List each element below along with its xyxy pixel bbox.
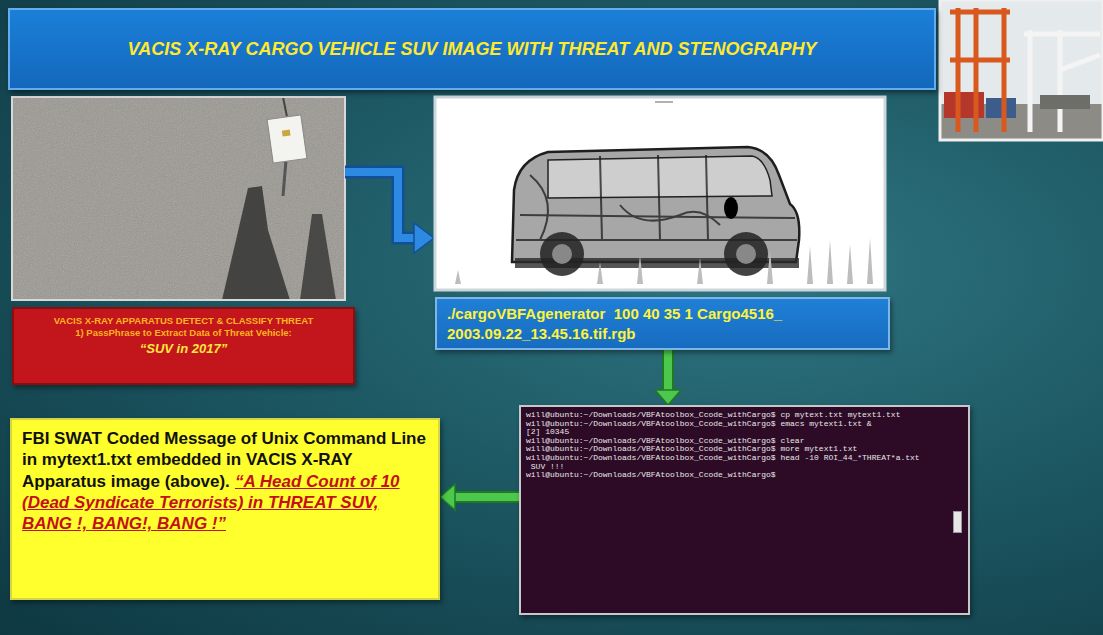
- threat-object: [724, 197, 738, 219]
- rear-hub: [552, 244, 572, 264]
- connector-shaft-outline: [662, 350, 674, 390]
- sky: [940, 0, 1103, 140]
- xray-sensor-box: [267, 115, 307, 163]
- port-crane-photo: [940, 0, 1103, 140]
- terminal-line: will@ubuntu:~/Downloads/VBFAtoolbox_Ccod…: [526, 454, 963, 463]
- front-hub: [736, 244, 756, 264]
- photo-frame: [940, 0, 1103, 140]
- white-crane: [1024, 30, 1100, 132]
- flow-connector: [440, 484, 519, 510]
- scan-spikes: [455, 238, 873, 284]
- arrow-head: [440, 484, 455, 510]
- xray-image: [435, 97, 885, 290]
- connector-shaft: [664, 350, 672, 390]
- coded-message-box: FBI SWAT Coded Message of Unix Command L…: [10, 418, 440, 600]
- post-shadow: [300, 214, 336, 300]
- cable: [283, 97, 287, 117]
- rear-wheel: [540, 232, 584, 276]
- container: [986, 98, 1016, 118]
- arrow-head: [655, 390, 681, 405]
- terminal-line: will@ubuntu:~/Downloads/VBFAtoolbox_Ccod…: [526, 471, 963, 480]
- connector-shaft: [455, 493, 519, 501]
- arrow-shaft: [345, 172, 416, 238]
- title-banner: VACIS X-RAY CARGO VEHICLE SUV IMAGE WITH…: [8, 8, 936, 90]
- node-text: “SUV in 2017”: [22, 340, 345, 358]
- threat-callout-box: VACIS X-RAY APPARATUS DETECT & CLASSIFY …: [12, 307, 355, 385]
- front-wheel: [724, 232, 768, 276]
- arrow-head: [414, 223, 434, 253]
- asphalt: [12, 97, 345, 300]
- arrow-shaft-light: [345, 172, 416, 238]
- sensor-label: [282, 130, 291, 137]
- node-text: 1) PassPhrase to Extract Data of Threat …: [22, 327, 345, 339]
- sensor-pole: [283, 160, 286, 196]
- scrollbar-thumb: [953, 511, 962, 533]
- asphalt-texture: [12, 97, 345, 300]
- suv-frame-lines: [516, 155, 797, 240]
- node-text: VACIS X-RAY APPARATUS DETECT & CLASSIFY …: [22, 315, 345, 327]
- road-photo: [12, 97, 345, 300]
- pole-shadow: [222, 186, 290, 300]
- terminal-line: will@ubuntu:~/Downloads/VBFAtoolbox_Ccod…: [526, 437, 963, 446]
- command-box: ./cargoVBFAgenerator 100 40 35 1 Cargo45…: [435, 297, 890, 350]
- terminal-line: [2] 10345: [526, 428, 963, 437]
- terminal-line: will@ubuntu:~/Downloads/VBFAtoolbox_Ccod…: [526, 411, 963, 420]
- terminal-line: will@ubuntu:~/Downloads/VBFAtoolbox_Ccod…: [526, 445, 963, 454]
- orange-crane: [950, 8, 1010, 132]
- xray-frame: [435, 97, 885, 290]
- node-text: ./cargoVBFAgenerator 100 40 35 1 Cargo45…: [447, 304, 878, 343]
- suv-windows: [548, 156, 772, 198]
- photo-frame: [12, 97, 345, 300]
- terminal-window: will@ubuntu:~/Downloads/VBFAtoolbox_Ccod…: [519, 405, 970, 615]
- terminal-line: will@ubuntu:~/Downloads/VBFAtoolbox_Ccod…: [526, 420, 963, 429]
- flow-connector: [655, 350, 681, 405]
- connector-shaft-outline: [455, 491, 519, 503]
- truck: [1040, 95, 1090, 109]
- terminal-line: SUV !!!: [526, 463, 963, 472]
- xray-mark: [655, 101, 673, 103]
- flow-arrow: [345, 172, 434, 253]
- title-text: VACIS X-RAY CARGO VEHICLE SUV IMAGE WITH…: [127, 39, 816, 60]
